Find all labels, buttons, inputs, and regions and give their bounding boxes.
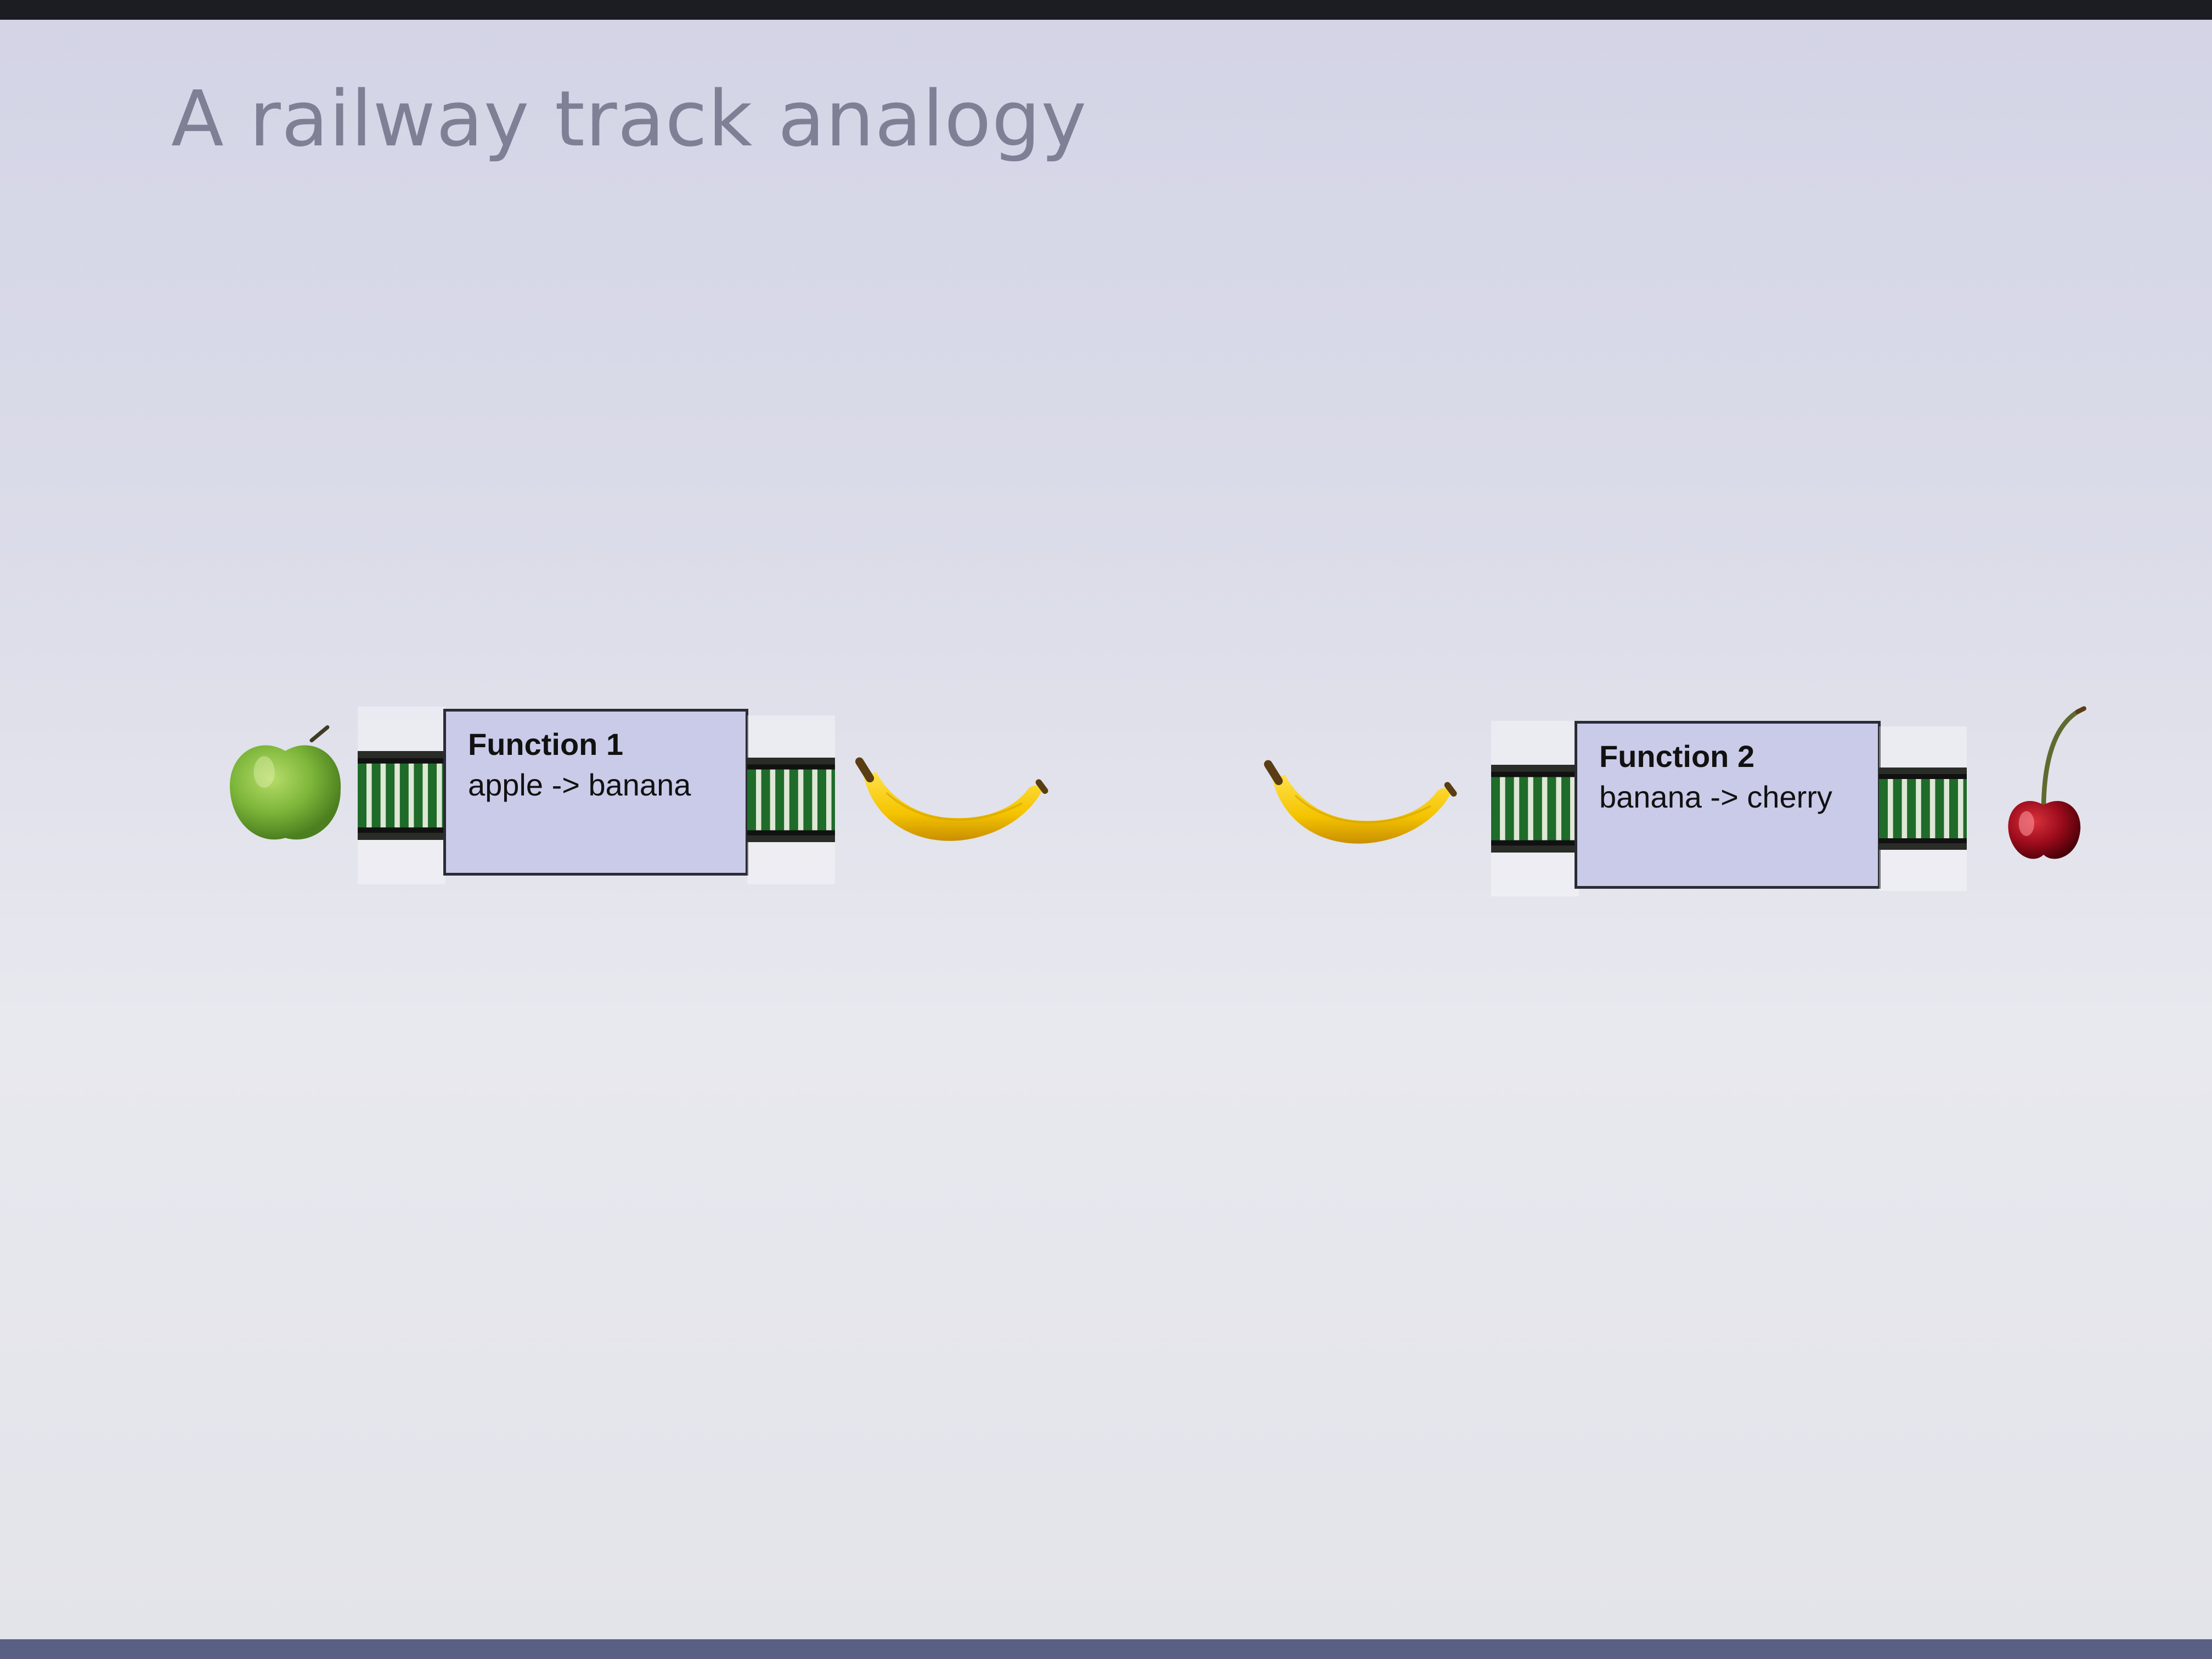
railway-track-segment bbox=[1491, 721, 1579, 896]
green-apple-icon bbox=[219, 722, 351, 854]
function-2-title: Function 2 bbox=[1599, 739, 1755, 774]
cherry-icon bbox=[1997, 700, 2090, 876]
function-1-title: Function 1 bbox=[468, 727, 624, 761]
function-2-box: Function 2 banana -> cherry bbox=[1575, 721, 1881, 889]
function-2-mapping: banana -> cherry bbox=[1599, 780, 1832, 814]
function-1-mapping: apple -> banana bbox=[468, 768, 691, 802]
slide: A railway track analogy bbox=[0, 20, 2212, 1639]
function-1-box: Function 1 apple -> banana bbox=[443, 709, 748, 876]
banana-icon bbox=[1254, 747, 1462, 867]
railway-diagram: Function 1 apple -> banana bbox=[0, 20, 2212, 1639]
banana-icon bbox=[845, 744, 1053, 865]
railway-track-segment bbox=[358, 707, 445, 884]
slide-title: A railway track analogy bbox=[171, 75, 1087, 164]
railway-track-segment bbox=[1879, 726, 1967, 891]
bottom-strip bbox=[0, 1639, 2212, 1659]
railway-track-segment bbox=[747, 715, 835, 884]
